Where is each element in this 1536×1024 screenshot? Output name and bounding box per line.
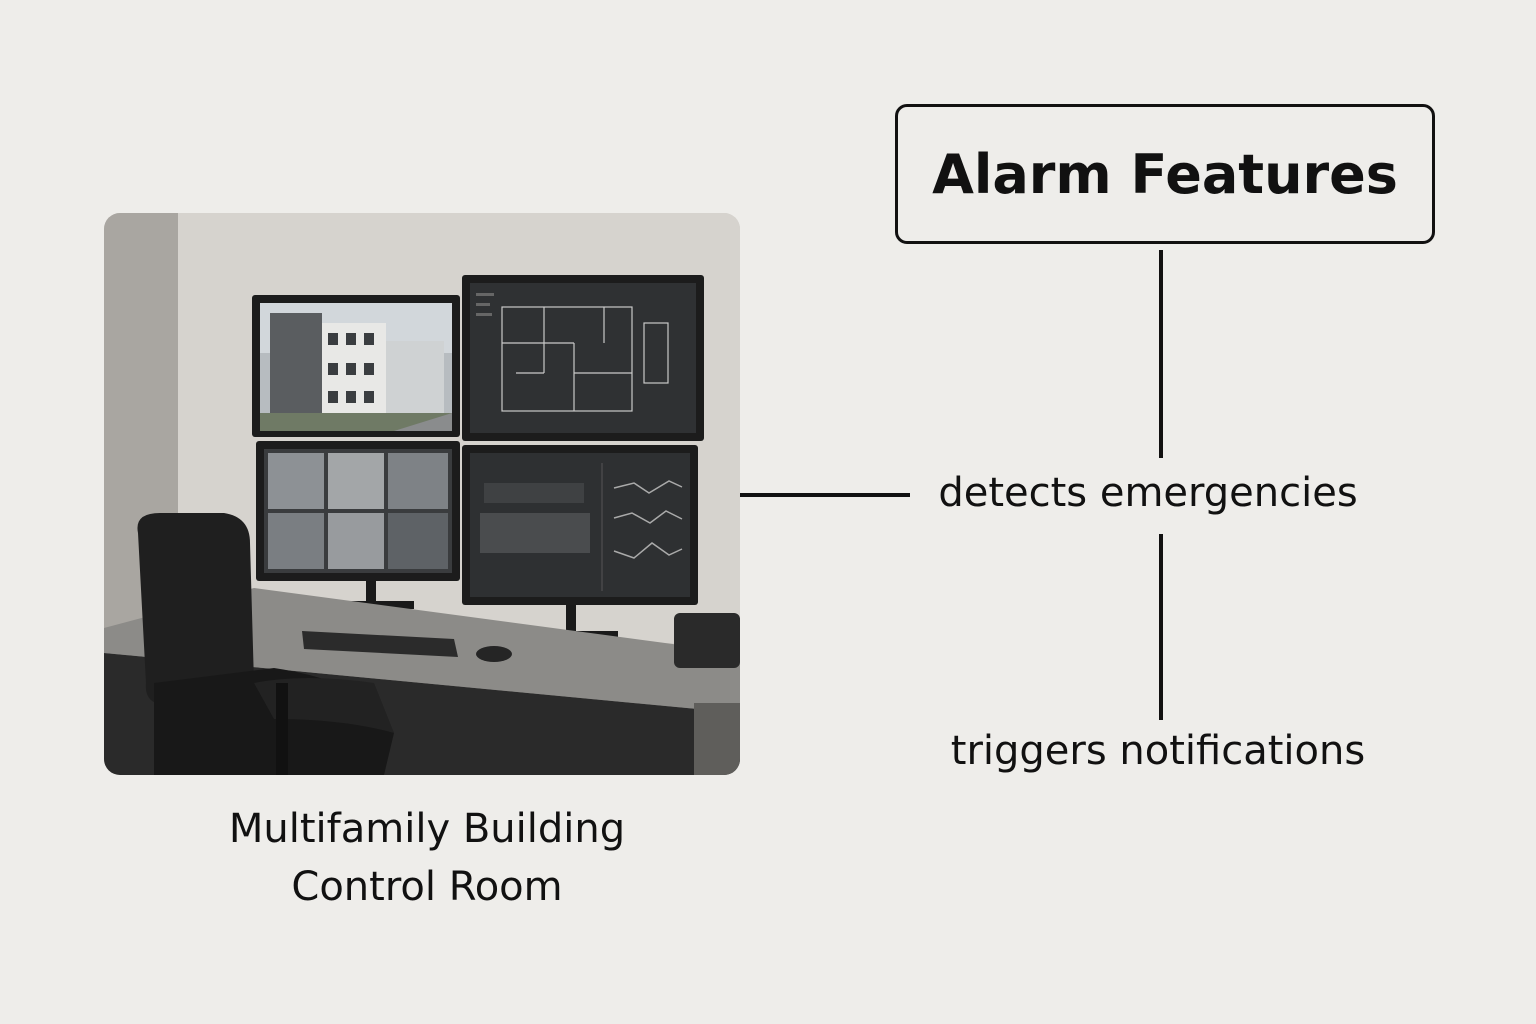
monitor-dashboard	[462, 445, 698, 605]
diagram-title: Alarm Features	[932, 142, 1398, 206]
connector-title-to-emergencies	[1159, 250, 1163, 458]
feature-detects-emergencies: detects emergencies	[938, 470, 1358, 516]
office-chair	[137, 513, 394, 775]
monitor-building-view	[252, 295, 460, 437]
caption-line-2: Control Room	[291, 864, 563, 910]
control-room-photo	[104, 213, 740, 775]
caption-line-1: Multifamily Building	[228, 806, 626, 852]
connector-emergencies-to-notifications	[1159, 534, 1163, 720]
connector-photo-to-emergencies	[740, 493, 910, 497]
feature-triggers-notifications: triggers notifications	[950, 728, 1366, 774]
photo-caption: Multifamily Building Control Room	[172, 800, 682, 916]
monitor-floor-plan	[462, 275, 704, 441]
alarm-features-box: Alarm Features	[895, 104, 1435, 244]
monitor-camera-grid	[256, 441, 460, 581]
